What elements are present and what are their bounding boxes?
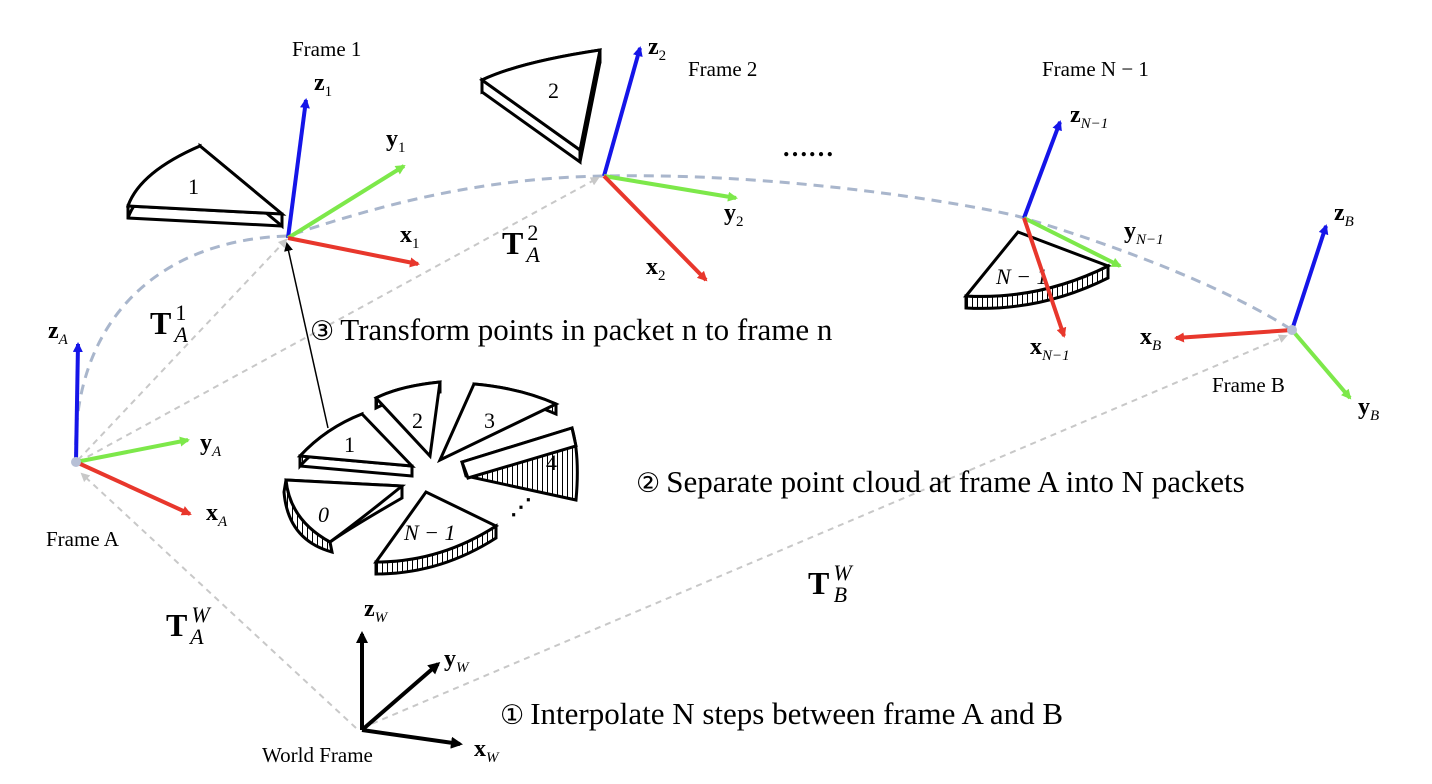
frame2-packet-label: 2 [548,78,559,103]
frame-a-label: Frame A [46,527,120,551]
z1-label: z1 [314,70,332,100]
packet-4-label: 4 [546,450,557,475]
packet-2-label: 2 [412,408,423,433]
packet-n1-label: N − 1 [403,520,456,545]
x1-label: x1 [400,222,420,252]
trajectory-curve [74,174,1293,463]
xw-label: xW [474,736,500,766]
frame-2-label: Frame 2 [688,57,757,81]
frame1-packet [125,142,287,230]
packet-1-label: 1 [344,432,355,457]
transform-arrows [77,177,1288,729]
y1-label: y1 [386,126,406,156]
frame-a-axes [72,342,192,516]
y2-label: y2 [724,200,744,230]
frame2-packet [479,48,602,165]
zw-label: zW [364,596,389,626]
packets-ellipsis: ⋰ [510,494,532,519]
frame-1-label: Frame 1 [292,37,361,61]
frame-1-axes [286,98,420,268]
packet-3-label: 3 [484,408,495,433]
z2-label: z2 [648,34,666,64]
zb-label: zB [1334,200,1354,230]
yn1-label: yN−1 [1124,218,1164,248]
world-frame-label: World Frame [262,743,373,767]
transform-w-to-b [361,334,1288,729]
transform-w-to-a [80,472,357,729]
yw-label: yW [444,646,470,676]
frame1-packet-label: 1 [188,174,199,199]
world-frame-axes [356,631,463,749]
x2-label: x2 [646,254,666,284]
frame-n1-axes [1022,120,1122,338]
xb-label: xB [1140,324,1161,354]
yb-label: yB [1358,394,1379,424]
step3-arrow [284,242,329,429]
packets-cluster [282,380,579,576]
xa-label: xA [206,500,228,530]
transform-a-to-1 [77,238,288,461]
frame-b-label: Frame B [1212,373,1285,397]
frame-n1-label: Frame N − 1 [1042,57,1149,81]
packet-0-label: 0 [318,502,329,527]
frames-ellipsis: …… [782,133,834,162]
zn1-label: zN−1 [1070,102,1108,132]
xn1-label: xN−1 [1030,334,1070,364]
frame-2-axes [602,46,738,282]
frame-n1-packet-label: N − 1 [995,264,1048,289]
za-label: zA [48,318,69,348]
ya-label: yA [200,430,222,460]
frame-b-axes [1174,224,1352,400]
